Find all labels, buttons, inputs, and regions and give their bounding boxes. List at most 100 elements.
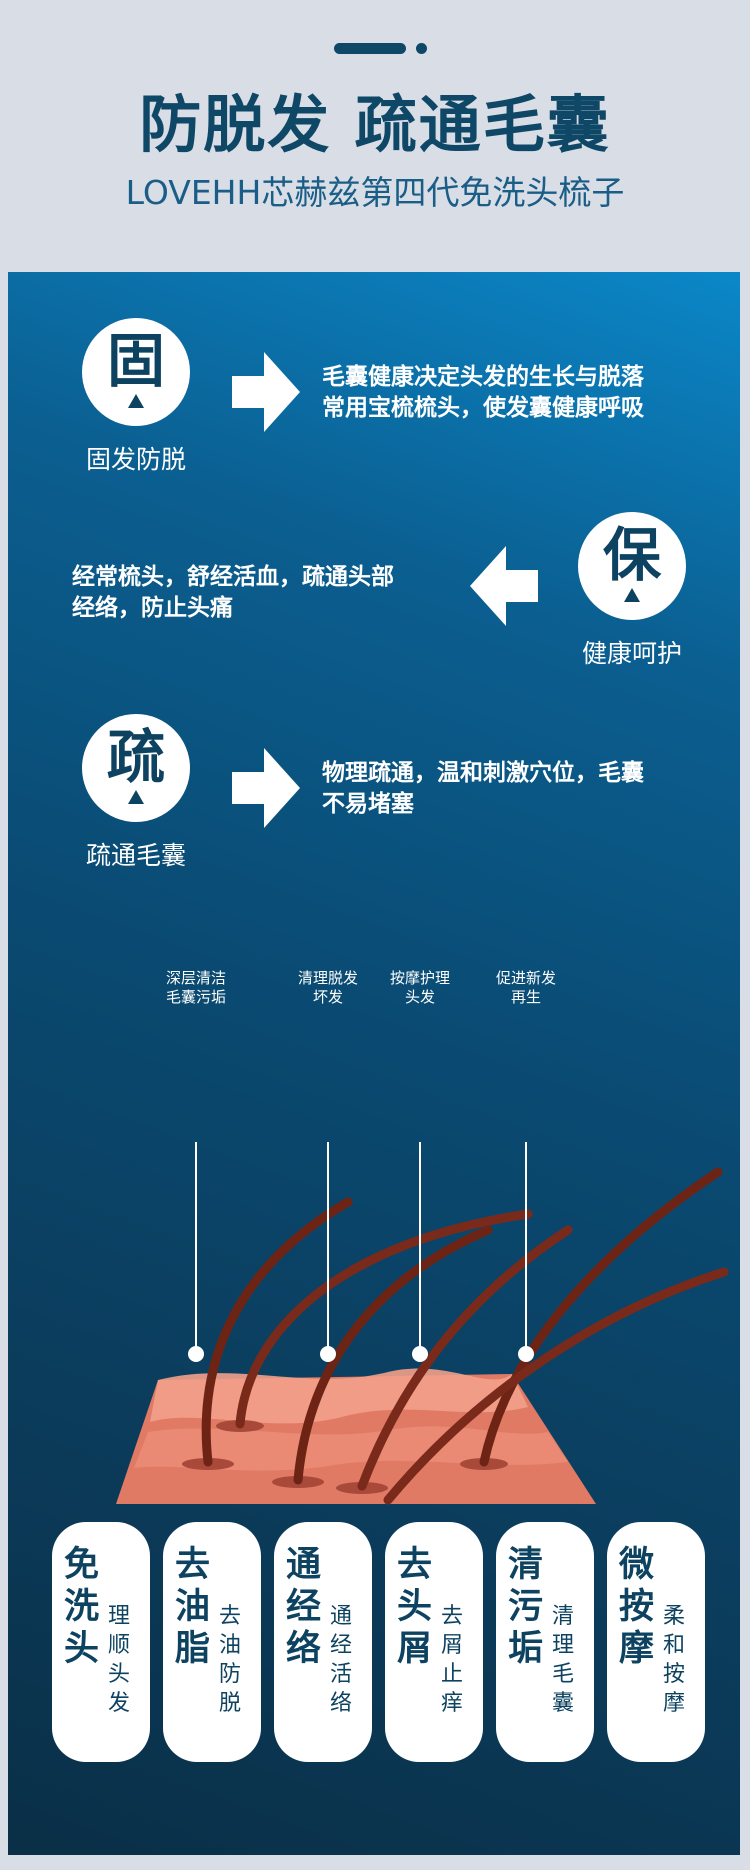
benefit-subtitle: 去 油 防 脱 bbox=[219, 1602, 247, 1718]
triangle-icon bbox=[624, 588, 640, 602]
header-decoration bbox=[0, 43, 750, 55]
description-line: 常用宝梳梳头，使发囊健康呼吸 bbox=[322, 395, 644, 421]
description-line: 不易堵塞 bbox=[322, 791, 414, 817]
feature-label: 固发防脱 bbox=[85, 445, 186, 474]
title-char: 头 bbox=[64, 1629, 100, 1669]
subtitle-char: 按 bbox=[663, 1662, 686, 1687]
title-char: 去 bbox=[397, 1545, 433, 1585]
subtitle-char: 去 bbox=[441, 1604, 464, 1629]
callout-line: 再生 bbox=[510, 988, 541, 1006]
feature-char: 固 bbox=[106, 327, 165, 395]
title-char: 头 bbox=[397, 1587, 433, 1627]
subtitle-char: 痒 bbox=[441, 1691, 464, 1716]
subtitle-char: 柔 bbox=[663, 1604, 686, 1629]
benefit-card-dirt: 清 污 垢 清 理 毛 囊 bbox=[496, 1522, 594, 1762]
title-char: 垢 bbox=[508, 1629, 544, 1669]
description-line: 物理疏通，温和刺激穴位，毛囊 bbox=[322, 760, 644, 786]
title-char: 微 bbox=[619, 1545, 655, 1585]
title-char: 洗 bbox=[64, 1587, 100, 1627]
title-char: 络 bbox=[286, 1629, 322, 1669]
title-char: 屑 bbox=[397, 1629, 433, 1669]
left-arrow-icon bbox=[470, 546, 538, 626]
subtitle-char: 屑 bbox=[441, 1633, 464, 1658]
page-subtitle: LOVEHH芯赫兹第四代免洗头梳子 bbox=[125, 173, 625, 212]
title-char: 通 bbox=[286, 1545, 322, 1585]
callout-line: 按摩护理 bbox=[389, 969, 450, 987]
decoration-bar bbox=[334, 43, 406, 54]
callout-line: 坏发 bbox=[312, 988, 343, 1006]
benefit-card-dandruff: 去 头 屑 去 屑 止 痒 bbox=[385, 1522, 483, 1762]
title-char: 脂 bbox=[175, 1629, 211, 1669]
subtitle-char: 囊 bbox=[552, 1691, 575, 1716]
right-arrow-icon bbox=[232, 352, 300, 432]
benefit-subtitle: 通 经 活 络 bbox=[330, 1602, 358, 1718]
subtitle-char: 头 bbox=[108, 1662, 131, 1687]
feature-panel: 固 固发防脱 毛囊健康决定头发的生长与脱落 常用宝梳梳头，使发囊健康呼吸 经常梳… bbox=[8, 272, 740, 1855]
title-char: 摩 bbox=[619, 1629, 655, 1669]
callout-line: 深层清洁 bbox=[165, 969, 226, 987]
callout-line: 头发 bbox=[404, 988, 435, 1006]
benefit-card-no-wash: 免 洗 头 理 顺 头 发 bbox=[52, 1522, 150, 1762]
page-title: 防脱发 疏通毛囊 bbox=[139, 88, 611, 161]
feature-circle-gu: 固 bbox=[82, 318, 190, 426]
feature-circle-bao: 保 bbox=[578, 512, 686, 620]
title-char: 按 bbox=[619, 1587, 655, 1627]
title-char: 经 bbox=[286, 1587, 322, 1627]
right-arrow-icon bbox=[232, 748, 300, 828]
feature-label: 疏通毛囊 bbox=[85, 841, 186, 870]
callout-label: 清理脱发 坏发 bbox=[273, 969, 383, 1007]
callout-label: 按摩护理 头发 bbox=[365, 969, 475, 1007]
subtitle-char: 止 bbox=[441, 1662, 464, 1687]
title-char: 免 bbox=[64, 1545, 100, 1585]
benefit-title: 清 污 垢 bbox=[508, 1544, 548, 1670]
triangle-icon bbox=[128, 790, 144, 804]
description-line: 毛囊健康决定头发的生长与脱落 bbox=[322, 364, 644, 390]
subtitle-char: 络 bbox=[330, 1691, 353, 1716]
triangle-icon bbox=[128, 394, 144, 408]
subtitle-char: 经 bbox=[330, 1633, 353, 1658]
callout-label: 促进新发 再生 bbox=[471, 969, 581, 1007]
benefit-card-meridian: 通 经 络 通 经 活 络 bbox=[274, 1522, 372, 1762]
benefit-subtitle: 柔 和 按 摩 bbox=[663, 1602, 691, 1718]
feature-description: 物理疏通，温和刺激穴位，毛囊 不易堵塞 bbox=[322, 758, 644, 820]
title-char: 污 bbox=[508, 1587, 544, 1627]
feature-description: 毛囊健康决定头发的生长与脱落 常用宝梳梳头，使发囊健康呼吸 bbox=[322, 362, 644, 424]
feature-description: 经常梳头，舒经活血，疏通头部 经络，防止头痛 bbox=[72, 562, 394, 624]
hair-follicle-illustration bbox=[116, 1142, 729, 1505]
benefit-subtitle: 去 屑 止 痒 bbox=[441, 1602, 469, 1718]
callout-line: 毛囊污垢 bbox=[165, 988, 226, 1006]
subtitle-char: 油 bbox=[219, 1633, 242, 1658]
benefit-card-massage: 微 按 摩 柔 和 按 摩 bbox=[607, 1522, 705, 1762]
feature-circle-shu: 疏 bbox=[82, 714, 190, 822]
subtitle-char: 去 bbox=[219, 1604, 242, 1629]
benefit-card-oil: 去 油 脂 去 油 防 脱 bbox=[163, 1522, 261, 1762]
subtitle-char: 活 bbox=[330, 1662, 353, 1687]
benefit-title: 微 按 摩 bbox=[619, 1544, 659, 1670]
callout-line: 清理脱发 bbox=[297, 969, 358, 987]
decoration-dot bbox=[416, 43, 427, 54]
subtitle-char: 脱 bbox=[219, 1691, 242, 1716]
subtitle-char: 清 bbox=[552, 1604, 575, 1629]
feature-label: 健康呵护 bbox=[581, 639, 682, 668]
feature-char: 保 bbox=[602, 521, 661, 589]
callout-line: 促进新发 bbox=[495, 969, 556, 987]
title-char: 去 bbox=[175, 1545, 211, 1585]
subtitle-char: 防 bbox=[219, 1662, 242, 1687]
subtitle-char: 理 bbox=[108, 1604, 131, 1629]
benefit-title: 免 洗 头 bbox=[64, 1544, 104, 1670]
benefit-subtitle: 清 理 毛 囊 bbox=[552, 1602, 580, 1718]
subtitle-char: 发 bbox=[108, 1691, 131, 1716]
subtitle-char: 通 bbox=[330, 1604, 353, 1629]
subtitle-char: 摩 bbox=[663, 1691, 686, 1716]
subtitle-char: 理 bbox=[552, 1633, 575, 1658]
subtitle-char: 毛 bbox=[552, 1662, 575, 1687]
title-char: 油 bbox=[175, 1587, 211, 1627]
benefit-title: 通 经 络 bbox=[286, 1544, 326, 1670]
subtitle-char: 和 bbox=[663, 1633, 686, 1658]
description-line: 经络，防止头痛 bbox=[72, 595, 233, 621]
subtitle-char: 顺 bbox=[108, 1633, 131, 1658]
title-char: 清 bbox=[508, 1545, 544, 1585]
benefit-title: 去 油 脂 bbox=[175, 1544, 215, 1670]
description-line: 经常梳头，舒经活血，疏通头部 bbox=[72, 564, 394, 590]
feature-char: 疏 bbox=[106, 723, 165, 791]
